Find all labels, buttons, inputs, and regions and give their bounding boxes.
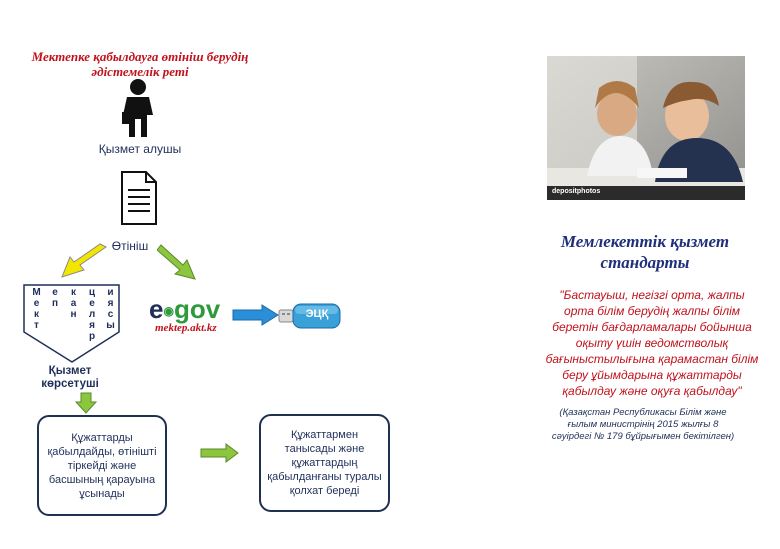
egov-swirl-icon: ◉ [163,304,173,318]
office-word-2: еп [49,287,61,343]
office-word-4: целяр [86,287,98,343]
egov-url[interactable]: mektep.akt.kz [155,322,217,334]
document-icon [120,170,158,226]
title-line-1: Мектепке қабылдауға өтініш берудің [20,49,260,64]
ecp-label: ЭЦҚ [295,308,339,320]
standard-quote: "Бастауыш, негізгі орта, жалпы орта білі… [543,287,761,399]
egov-logo[interactable]: e◉gov [149,294,220,325]
provider-line-2: көрсетуші [30,378,110,391]
office-word-1: Мект [30,287,42,343]
standard-note: (Қазақстан Республикасы Білім және ғылым… [548,407,738,443]
yellow-arrow-icon [58,243,110,281]
photo-watermark: depositphotos [552,188,600,195]
students-photo [547,56,745,200]
standard-title: Мемлекеттік қызмет стандарты [540,231,750,273]
box-receipt: Құжаттармен танысады және құжаттардың қа… [259,414,390,512]
office-vertical-label: Мект еп кан целяр иясы [30,287,116,343]
green-arrow-down-icon [75,392,97,414]
provider-line-1: Қызмет [30,365,110,378]
green-arrow-right-icon [200,443,240,463]
green-arrow-down-right-icon [157,241,199,283]
blue-arrow-right-icon [232,304,280,326]
standard-title-line-1: Мемлекеттік қызмет [540,231,750,252]
service-receiver-label: Қызмет алушы [80,142,200,156]
egov-gov-text: gov [174,294,220,324]
person-icon [120,78,156,138]
title-line-2: әдістемелік реті [20,64,260,79]
office-word-3: кан [67,287,79,343]
diagram-title: Мектепке қабылдауға өтініш берудің әдіст… [20,49,260,79]
egov-e-text: e [149,294,163,324]
office-word-5: иясы [104,287,116,343]
box-accept-documents: Құжаттарды қабылдайды, өтінішті тіркейді… [37,415,167,516]
provider-label: Қызмет көрсетуші [30,365,110,391]
standard-title-line-2: стандарты [540,252,750,273]
